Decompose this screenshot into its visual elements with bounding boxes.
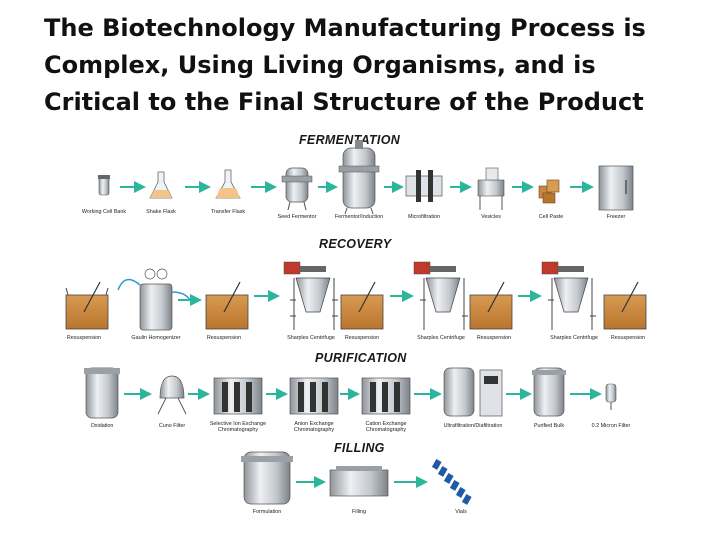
title-line-2: Complex, Using Living Organisms, and is (44, 51, 596, 79)
seed-fermentor-icon (281, 167, 313, 211)
step-label: Resuspension (476, 335, 512, 341)
step-label: Sharples Centrifuge (550, 335, 598, 341)
fermentation-row (98, 140, 634, 215)
step-label: Filling (351, 509, 367, 515)
step-label: Freezer (606, 214, 626, 220)
formulation-tank-icon (241, 451, 293, 505)
step-label: 0.2 Micron Filter (591, 423, 631, 429)
step-label: Cation Exchange Chromatography (365, 421, 407, 433)
cation-exchange-column-icon (361, 377, 411, 415)
sharples-centrifuge-icon (413, 261, 468, 330)
step-label: Sharples Centrifuge (287, 335, 335, 341)
microfiltration-icon (405, 170, 443, 202)
title-line-3: Critical to the Final Structure of the P… (44, 88, 644, 116)
step-label: Resuspension (344, 335, 380, 341)
selective-ion-exchange-column-icon (213, 377, 263, 415)
step-label: Cuno Filter (158, 423, 186, 429)
step-label: Gaulin Homogenizer (131, 335, 181, 341)
freezer-icon (598, 165, 634, 211)
resuspension-tank-icon (603, 281, 647, 330)
page-title: The Biotechnology Manufacturing Process … (44, 10, 694, 121)
step-label: Ultrafiltration/Diafiltration (443, 423, 503, 429)
title-line-1: The Biotechnology Manufacturing Process … (44, 14, 646, 42)
ultrafiltration-icon (443, 367, 503, 417)
oxidation-tank-icon (84, 367, 120, 419)
resuspension-tank-icon (340, 281, 384, 330)
step-label: Vials (455, 509, 467, 515)
step-label: Selective Ion Exchange Chromatography (209, 421, 267, 433)
step-label: Resuspension (610, 335, 646, 341)
purified-bulk-tank-icon (532, 367, 566, 417)
working-cell-bank-icon (98, 175, 110, 196)
cell-paste-icon (538, 179, 560, 204)
vials-icon (431, 459, 472, 505)
filling-machine-icon (329, 466, 389, 497)
step-label: Oxidation (90, 423, 114, 429)
purification-row (84, 367, 617, 419)
step-label: Seed Fermentor (277, 214, 317, 220)
filling-row (241, 451, 472, 505)
step-label: Purified Bulk (533, 423, 565, 429)
step-label: Working Cell Bank (81, 209, 127, 215)
resuspension-tank-icon (205, 281, 249, 330)
step-label: Transfer Flask (210, 209, 246, 215)
sharples-centrifuge-icon (283, 261, 338, 330)
step-label: Formulation (252, 509, 282, 515)
stage-recovery-label: RECOVERY (319, 237, 392, 251)
resuspension-tank-icon (469, 281, 513, 330)
recovery-row (65, 261, 647, 331)
stage-filling-label: FILLING (334, 441, 385, 455)
step-label: Resuspension (66, 335, 102, 341)
vesicles-icon (477, 167, 505, 210)
step-label: Microfiltration (407, 214, 441, 220)
resuspension-tank-icon (65, 281, 109, 330)
stage-fermentation-label: FERMENTATION (299, 133, 401, 147)
step-label: Shake Flask (146, 209, 176, 215)
cuno-filter-icon (157, 375, 187, 415)
step-label: Cell Paste (538, 214, 564, 220)
fermentor-icon (338, 140, 380, 215)
anion-exchange-column-icon (289, 377, 339, 415)
step-label: Sharples Centrifuge (417, 335, 465, 341)
step-label: Anion Exchange Chromatography (293, 421, 335, 433)
step-label: Resuspension (206, 335, 242, 341)
step-label: Vesicles (481, 214, 501, 220)
transfer-flask-icon (215, 169, 241, 199)
sharples-centrifuge-icon (541, 261, 596, 330)
gaulin-homogenizer-icon (117, 268, 191, 331)
micron-filter-icon (605, 383, 617, 410)
shake-flask-icon (149, 171, 173, 199)
step-label: Fermentor/Induction (334, 214, 384, 220)
stage-purification-label: PURIFICATION (315, 351, 407, 365)
